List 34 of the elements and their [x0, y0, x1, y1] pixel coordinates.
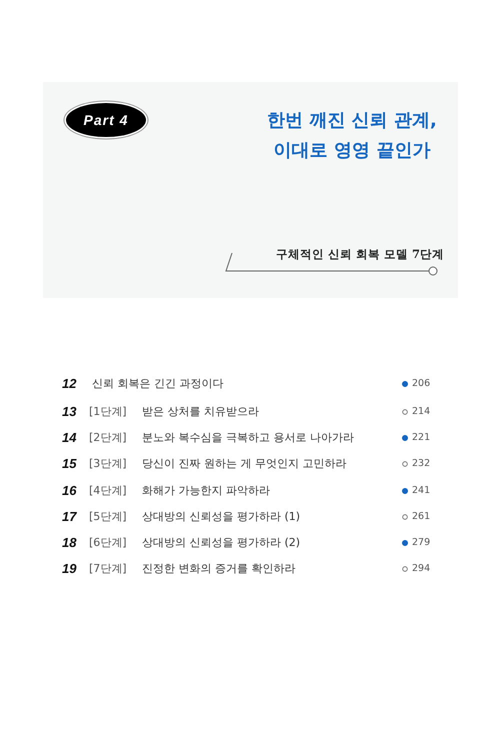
chapter-title: 화해가 가능한지 파악하라: [142, 483, 270, 499]
step-label: [1단계]: [89, 404, 127, 420]
page-number: 221: [412, 431, 430, 445]
chapter-number: 15: [62, 456, 76, 472]
step-label: [2단계]: [89, 430, 127, 446]
chapter-title: 신뢰 회복은 긴긴 과정이다: [92, 376, 224, 392]
step-label: [5단계]: [89, 509, 127, 525]
chapter-number: 12: [62, 376, 76, 392]
step-label: [3단계]: [89, 456, 127, 472]
page-number: 261: [412, 510, 430, 524]
part-badge: Part 4: [66, 103, 146, 137]
step-label: [4단계]: [89, 483, 127, 499]
page-number: 206: [412, 377, 430, 391]
page-number: 214: [412, 405, 430, 419]
chapter-number: 18: [62, 535, 76, 551]
chapter-title: 당신이 진짜 원하는 게 무엇인지 고민하라: [142, 456, 346, 472]
chapter-title: 상대방의 신뢰성을 평가하라 (2): [142, 535, 300, 551]
page-number: 279: [412, 536, 430, 550]
chapter-number: 14: [62, 430, 76, 446]
title: 한번 깨진 신뢰 관계, 이대로 영영 끝인가: [266, 109, 438, 163]
chapter-title: 받은 상처를 치유받으라: [142, 404, 259, 420]
chapter-title: 분노와 복수심을 극복하고 용서로 나아가라: [142, 430, 354, 446]
page-number: 294: [412, 562, 430, 576]
chapter-number: 13: [62, 404, 76, 420]
chapter-title: 진정한 변화의 증거를 확인하라: [142, 561, 296, 577]
step-label: [6단계]: [89, 535, 127, 551]
chapter-title: 상대방의 신뢰성을 평가하라 (1): [142, 509, 300, 525]
chapter-number: 16: [62, 483, 76, 499]
page-number: 241: [412, 484, 430, 498]
chapter-number: 19: [62, 561, 76, 577]
page-number: 232: [412, 457, 430, 471]
step-label: [7단계]: [89, 561, 127, 577]
subtitle: 구체적인 신뢰 회복 모델 7단계: [276, 246, 444, 262]
chapter-number: 17: [62, 509, 76, 525]
